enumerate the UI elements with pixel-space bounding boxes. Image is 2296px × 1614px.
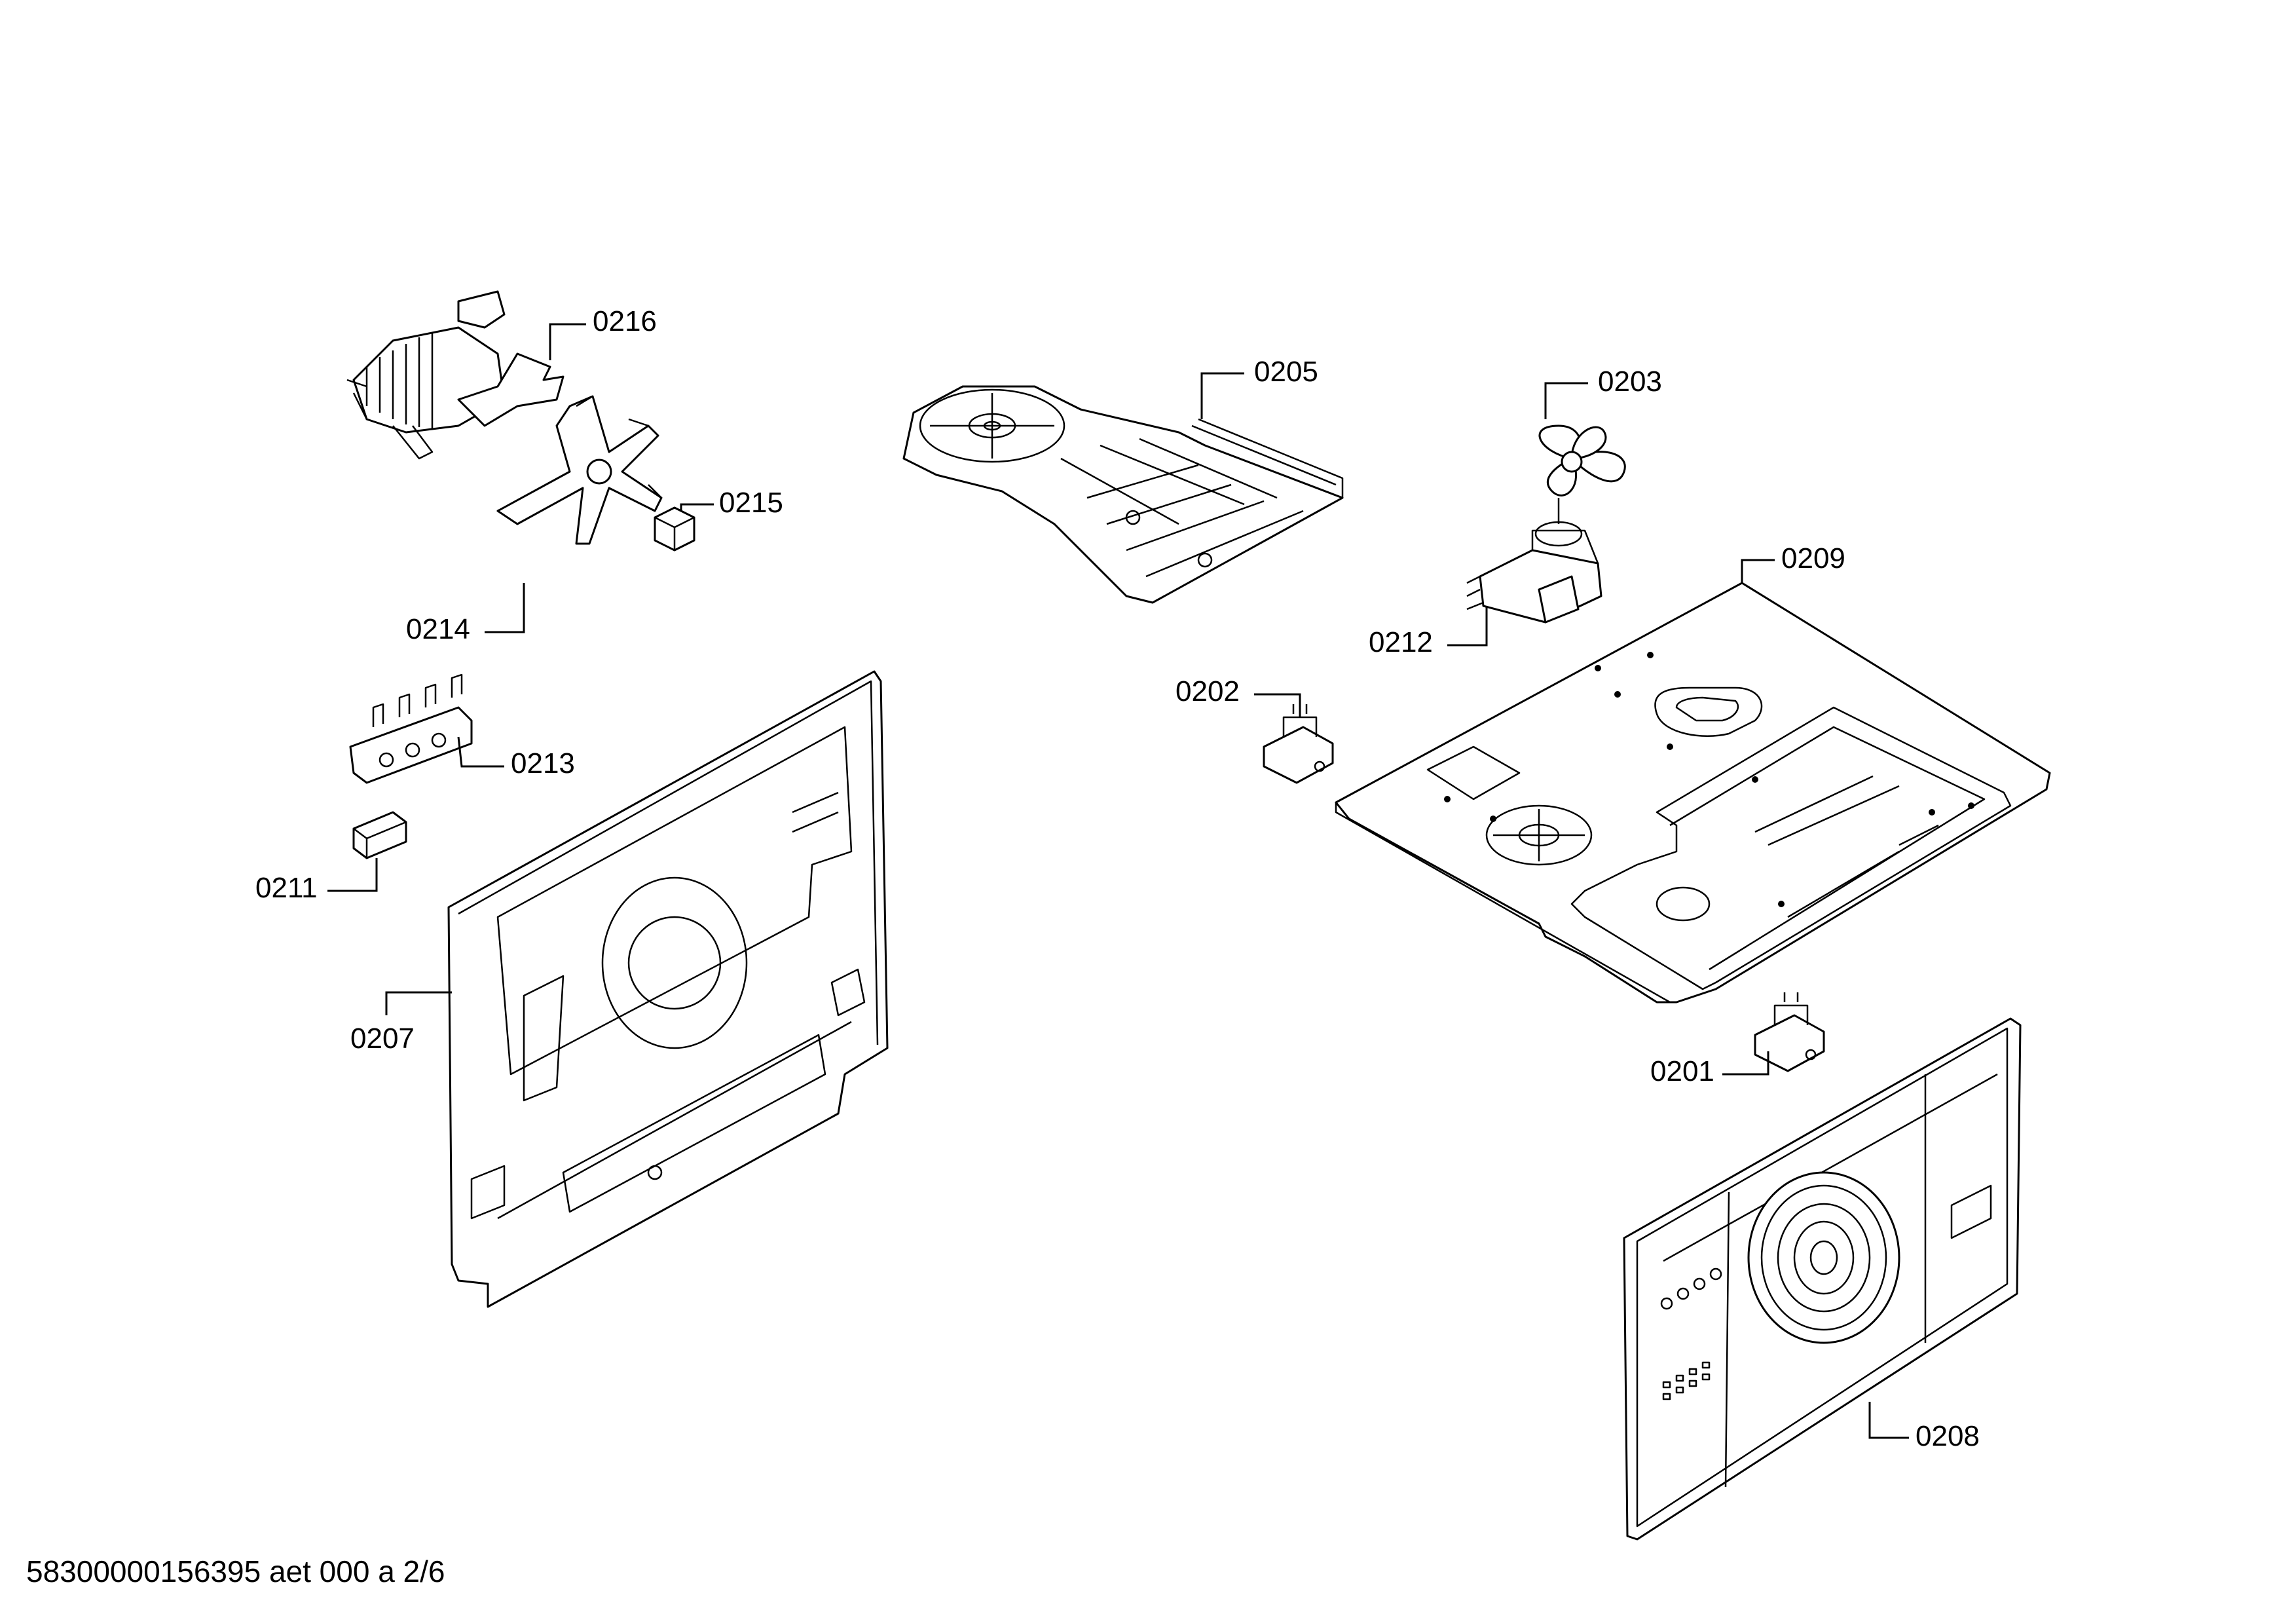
part-0207-rear-panel[interactable]	[447, 670, 889, 1308]
document-reference: 58300000156395 aet 000 a 2/6	[26, 1554, 445, 1588]
part-0201-thermostat-lower[interactable]	[1754, 992, 1825, 1072]
label-0213[interactable]: 0213	[511, 747, 575, 779]
label-0207[interactable]: 0207	[350, 1023, 415, 1055]
part-0214-fan-blade[interactable]	[496, 395, 663, 545]
label-0205[interactable]: 0205	[1254, 356, 1318, 388]
leader-0209	[1741, 559, 1775, 583]
part-0203-cooling-fan-impeller[interactable]	[1538, 424, 1626, 497]
leader-0216	[549, 323, 586, 360]
part-0216-fan-motor[interactable]	[346, 290, 565, 460]
label-0208[interactable]: 0208	[1916, 1420, 1980, 1452]
leader-0214	[485, 583, 525, 633]
leader-0207	[385, 991, 452, 1015]
part-0213-terminal-block[interactable]	[349, 673, 473, 784]
part-0211-connector[interactable]	[352, 811, 407, 859]
label-0216[interactable]: 0216	[593, 305, 657, 337]
leader-0213	[457, 736, 504, 768]
leader-0201	[1722, 1051, 1769, 1076]
label-0212[interactable]: 0212	[1369, 626, 1433, 658]
leader-0203	[1544, 382, 1588, 419]
label-0202[interactable]: 0202	[1176, 675, 1240, 707]
part-0208-rear-wall[interactable]	[1623, 1017, 2022, 1541]
leader-0202	[1254, 693, 1301, 717]
part-0202-thermostat-upper[interactable]	[1263, 704, 1334, 784]
leader-0208	[1868, 1402, 1909, 1439]
part-0209-top-panel[interactable]	[1335, 582, 2051, 1004]
label-0203[interactable]: 0203	[1598, 366, 1662, 398]
leader-0212	[1447, 606, 1488, 647]
label-0209[interactable]: 0209	[1781, 542, 1845, 574]
label-0214[interactable]: 0214	[406, 613, 470, 645]
leader-0205	[1200, 372, 1244, 419]
leader-0215	[680, 503, 714, 511]
label-0215[interactable]: 0215	[719, 487, 783, 519]
label-0211[interactable]: 0211	[255, 872, 318, 904]
part-0205-fan-housing[interactable]	[902, 385, 1344, 604]
part-0215-nut[interactable]	[654, 506, 695, 552]
label-0201[interactable]: 0201	[1650, 1055, 1714, 1087]
leader-0211	[327, 858, 378, 892]
part-0212-cooling-fan-motor[interactable]	[1466, 498, 1602, 624]
